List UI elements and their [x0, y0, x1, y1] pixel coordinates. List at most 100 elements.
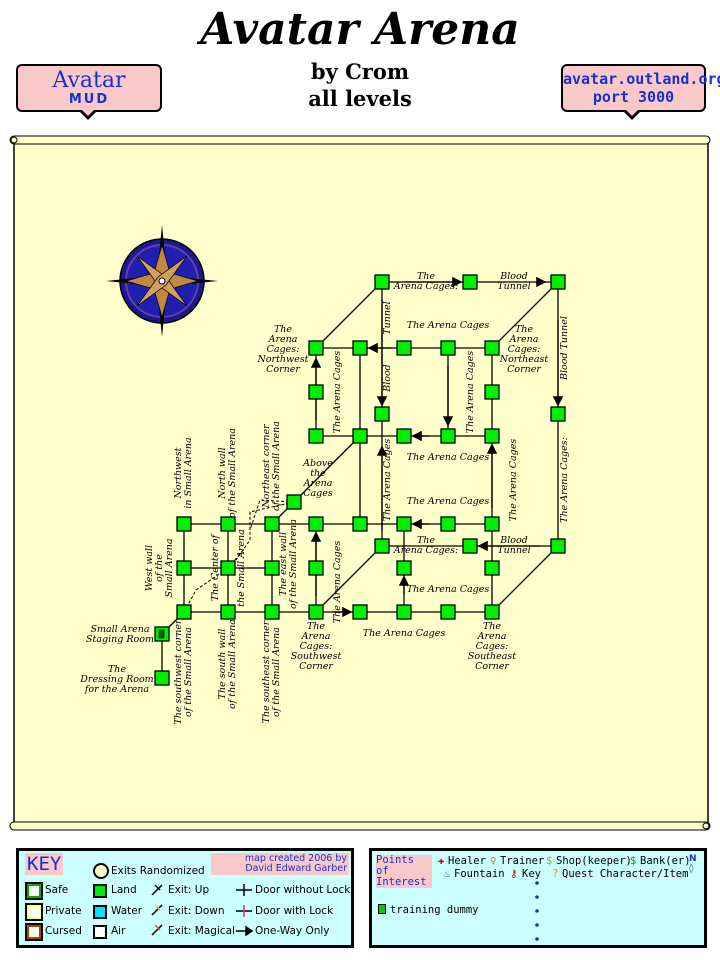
room[interactable]	[352, 604, 368, 620]
label-arena-cages-vert: The Arena Cages	[332, 351, 343, 434]
label-ne-corner-small: Northeast cornerof the Small Arena	[261, 421, 282, 511]
room[interactable]	[176, 604, 192, 620]
room[interactable]	[440, 604, 456, 620]
label-blood-tunnel-vert: Blood Tunnel	[559, 316, 570, 381]
room[interactable]	[440, 516, 456, 532]
exit-icons	[151, 884, 163, 936]
private-icon	[25, 903, 43, 921]
poi-title-line: Points of	[376, 854, 414, 877]
room[interactable]	[308, 428, 324, 444]
room[interactable]	[308, 340, 324, 356]
room[interactable]	[396, 560, 412, 576]
room[interactable]	[352, 516, 368, 532]
parchment-scroll	[9, 135, 711, 831]
room[interactable]	[352, 428, 368, 444]
room[interactable]	[220, 560, 236, 576]
room[interactable]	[286, 494, 302, 510]
rooms	[154, 274, 566, 686]
level-range: all levels	[308, 86, 412, 111]
door-without-lock-label: Door without Lock	[255, 884, 351, 896]
room[interactable]	[440, 340, 456, 356]
room[interactable]	[352, 340, 368, 356]
quest-label: Quest Character/Item	[562, 868, 689, 880]
magical-exits	[183, 499, 295, 613]
map-title: Avatar Arena	[200, 4, 520, 55]
room[interactable]	[264, 516, 280, 532]
shop-icon: $	[546, 855, 553, 867]
room[interactable]	[308, 384, 324, 400]
room[interactable]	[550, 538, 566, 554]
room[interactable]	[462, 274, 478, 290]
room[interactable]	[440, 428, 456, 444]
room[interactable]	[396, 516, 412, 532]
healer-icon: ✚	[438, 855, 445, 867]
room[interactable]	[308, 560, 324, 576]
label-small-arena-vert: the Small Arena	[236, 529, 247, 607]
credit-author: David Edward Garber	[245, 863, 347, 874]
label-arena-cages: The Arena Cages	[407, 320, 490, 331]
room[interactable]	[154, 670, 170, 686]
room[interactable]	[374, 274, 390, 290]
room[interactable]	[484, 560, 500, 576]
label-west-wall: West wallof theSmall Arena	[144, 538, 175, 597]
label-arena-cages-vert: The Arena Cages	[508, 439, 519, 522]
trainer-icon: ♀	[490, 855, 497, 867]
room[interactable]	[308, 604, 324, 620]
room[interactable]	[550, 406, 566, 422]
room[interactable]	[396, 340, 412, 356]
cursed-label: Cursed	[45, 925, 82, 937]
room[interactable]	[220, 604, 236, 620]
logo-subtext: MUD	[68, 92, 110, 107]
bank-icon: $	[630, 855, 637, 867]
label-arena-cages: The Arena Cages	[407, 452, 490, 463]
label-blood: Blood	[382, 364, 393, 393]
logo-text: Avatar	[52, 68, 126, 93]
bank-label: Bank(er)	[640, 855, 691, 867]
label-north-wall: North wallof the Small Arena	[217, 428, 238, 518]
room[interactable]	[484, 340, 500, 356]
room[interactable]	[374, 538, 390, 554]
label-arena-cages-vert: The Arena Cages	[465, 351, 476, 434]
room[interactable]	[484, 604, 500, 620]
healer-label: Healer	[448, 855, 486, 867]
room[interactable]	[264, 560, 280, 576]
label-sw-corner-small: The southwest cornerof the Small Arena	[173, 618, 194, 725]
room[interactable]	[176, 516, 192, 532]
room[interactable]	[220, 516, 236, 532]
label-center-of: The Center of	[210, 533, 221, 601]
one-way-only-label: One-Way Only	[255, 925, 330, 937]
room[interactable]	[484, 428, 500, 444]
room[interactable]	[550, 274, 566, 290]
training-dummy-marker	[158, 629, 165, 639]
room[interactable]	[264, 604, 280, 620]
dotted-divider	[535, 881, 539, 941]
room[interactable]	[396, 604, 412, 620]
label-south-wall: The south wallof the Small Arena	[217, 619, 238, 709]
exit-magical-label: Exit: Magical	[168, 925, 235, 937]
safe-label: Safe	[45, 884, 69, 896]
room[interactable]	[462, 538, 478, 554]
air-label: Air	[111, 925, 126, 937]
training-dummy-label: training dummy	[390, 904, 479, 916]
room[interactable]	[308, 516, 324, 532]
room[interactable]	[484, 384, 500, 400]
key-label: Key	[522, 868, 541, 880]
room[interactable]	[374, 406, 390, 422]
server-host[interactable]: avatar.outland.org	[563, 70, 720, 88]
room[interactable]	[484, 516, 500, 532]
room[interactable]	[396, 428, 412, 444]
room[interactable]	[176, 560, 192, 576]
server-badge[interactable]: avatar.outland.org port 3000	[561, 64, 720, 112]
